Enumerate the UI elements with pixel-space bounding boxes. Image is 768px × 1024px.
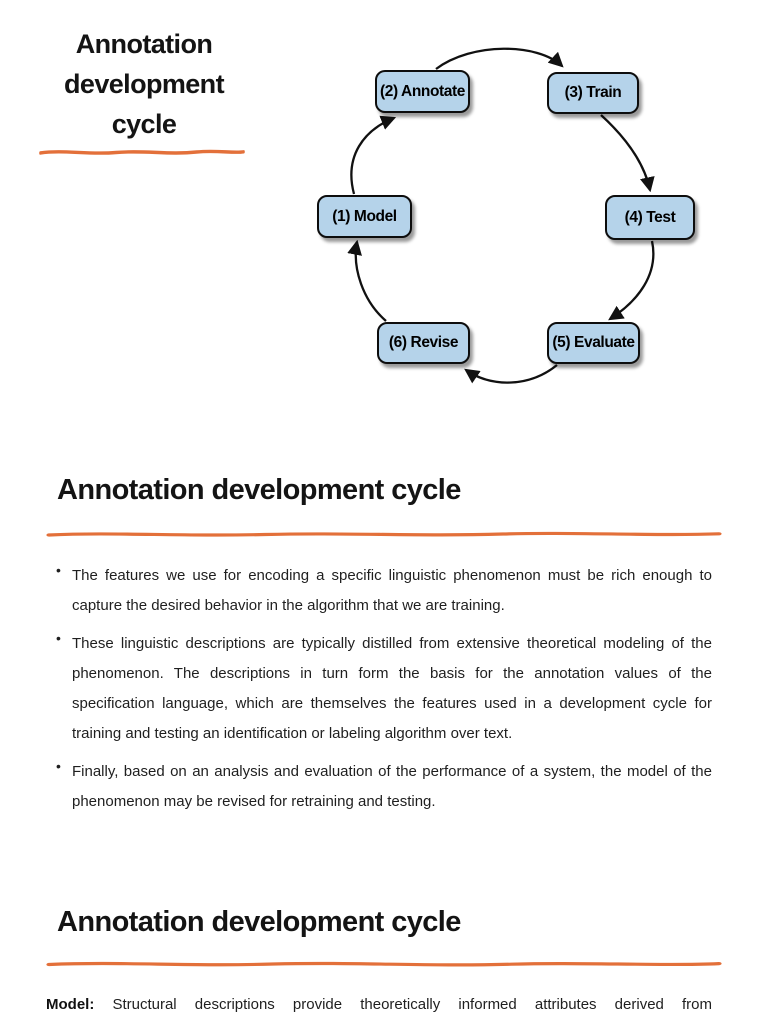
bullet-marker: • bbox=[56, 630, 61, 646]
title-line-3: cycle bbox=[111, 109, 177, 139]
bullet-list: • The features we use for encoding a spe… bbox=[56, 561, 712, 825]
model-paragraph: Model: Structural descriptions provide t… bbox=[46, 990, 712, 1020]
title-line-1: Annotation bbox=[75, 29, 213, 59]
arrow-test-to-evaluate bbox=[608, 240, 655, 321]
diagram-node-model: (1) Model bbox=[317, 195, 412, 238]
model-body: Structural descriptions provide theoreti… bbox=[112, 996, 712, 1013]
accent-underline bbox=[46, 531, 722, 537]
underline-stroke bbox=[46, 531, 722, 537]
bullet-item: • These linguistic descriptions are typi… bbox=[56, 629, 712, 749]
title-line-2: development bbox=[64, 69, 225, 99]
underline-stroke bbox=[46, 961, 722, 967]
section-heading: Annotation development cycle bbox=[57, 906, 461, 938]
diagram-node-train: (3) Train bbox=[547, 72, 639, 114]
node-label: (4) Test bbox=[624, 208, 676, 226]
underline-stroke bbox=[39, 149, 245, 155]
bullet-item: • Finally, based on an analysis and eval… bbox=[56, 757, 712, 817]
diagram-node-evaluate: (5) Evaluate bbox=[547, 322, 640, 364]
node-label: (3) Train bbox=[564, 84, 622, 101]
node-label: (1) Model bbox=[332, 207, 397, 225]
arrow-model-to-annotate bbox=[350, 115, 397, 195]
arrow-annotate-to-train bbox=[435, 47, 564, 70]
node-label: (2) Annotate bbox=[379, 82, 466, 100]
node-label: (5) Evaluate bbox=[552, 334, 635, 351]
arrow-train-to-test bbox=[600, 114, 655, 193]
arrow-evaluate-to-revise bbox=[464, 364, 558, 384]
section-heading: Annotation development cycle bbox=[57, 474, 461, 506]
bullet-marker: • bbox=[56, 562, 61, 578]
diagram-node-annotate: (2) Annotate bbox=[375, 70, 470, 113]
model-term: Model: bbox=[46, 996, 95, 1013]
diagram-node-test: (4) Test bbox=[605, 195, 695, 240]
bullet-item: • The features we use for encoding a spe… bbox=[56, 561, 712, 621]
arrow-revise-to-model bbox=[347, 239, 387, 322]
bullet-marker: • bbox=[56, 758, 61, 774]
cycle-arrows bbox=[347, 47, 655, 384]
page-title: Annotation development cycle bbox=[28, 24, 260, 144]
bullet-text: These linguistic descriptions are typica… bbox=[72, 635, 712, 742]
accent-underline bbox=[46, 961, 722, 967]
bullet-text: The features we use for encoding a speci… bbox=[72, 567, 712, 614]
annotation-cycle-diagram: (1) Model (2) Annotate (3) Train (4) Tes… bbox=[300, 40, 720, 410]
diagram-node-revise: (6) Revise bbox=[377, 322, 470, 364]
accent-underline bbox=[39, 149, 245, 155]
node-label: (6) Revise bbox=[388, 334, 459, 351]
bullet-text: Finally, based on an analysis and evalua… bbox=[72, 763, 712, 810]
